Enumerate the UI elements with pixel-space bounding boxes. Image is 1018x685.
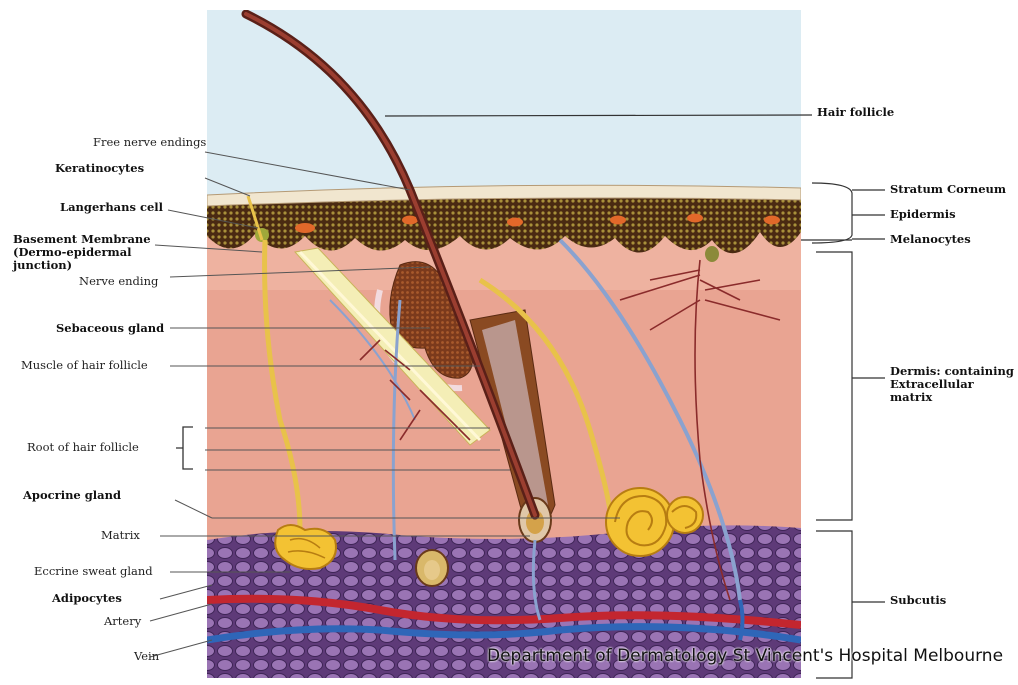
label-keratinocytes: Keratinocytes (55, 162, 144, 175)
label-adipocytes: Adipocytes (52, 592, 122, 605)
label-root-of-hair-follicle: Root of hair follicle (27, 441, 139, 454)
label-hair-follicle: Hair follicle (817, 106, 894, 119)
label-melanocytes: Melanocytes (890, 233, 971, 246)
label-dermis: Dermis: containing Extracellular matrix (890, 365, 1015, 404)
label-stratum-corneum: Stratum Corneum (890, 183, 1006, 196)
label-eccrine-sweat-gland: Eccrine sweat gland (34, 565, 153, 578)
credit-text: Department of Dermatology St Vincent's H… (487, 646, 1003, 666)
label-epidermis: Epidermis (890, 208, 956, 221)
label-langerhans-cell: Langerhans cell (60, 201, 163, 214)
label-apocrine-gland: Apocrine gland (23, 489, 121, 502)
label-free-nerve-endings: Free nerve endings (93, 136, 206, 149)
label-nerve-ending: Nerve ending (79, 275, 158, 288)
label-muscle-of-hair-follicle: Muscle of hair follicle (21, 359, 148, 372)
label-subcutis: Subcutis (890, 594, 946, 607)
label-vein: Vein (134, 650, 159, 663)
sky-background (207, 10, 801, 195)
label-basement-membrane: Basement Membrane (Dermo-epidermal junct… (13, 233, 163, 272)
label-artery: Artery (104, 615, 141, 628)
root-bracket (176, 427, 193, 469)
label-sebaceous-gland: Sebaceous gland (56, 322, 164, 335)
label-matrix: Matrix (101, 529, 140, 542)
